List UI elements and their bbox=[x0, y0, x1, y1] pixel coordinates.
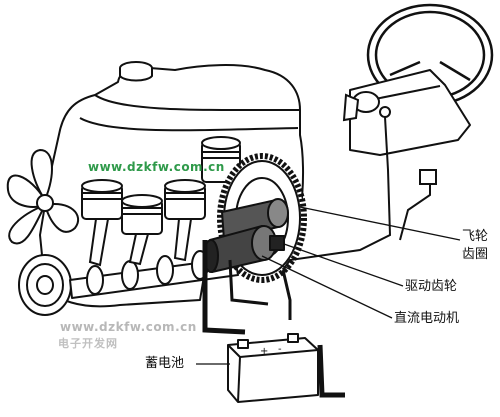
leader-lines bbox=[196, 206, 461, 365]
cooling-fan bbox=[6, 149, 80, 245]
battery: + - bbox=[227, 333, 319, 403]
piston-1 bbox=[81, 179, 123, 267]
svg-text:+: + bbox=[260, 346, 268, 357]
starter-motor bbox=[203, 198, 289, 273]
watermark-url-top: www.dzkfw.com.cn bbox=[88, 160, 225, 174]
svg-text:-: - bbox=[278, 344, 282, 355]
crankshaft bbox=[69, 250, 239, 299]
label-flywheel-ring-gear-line1: 飞轮 bbox=[462, 229, 489, 244]
watermark-url-bottom: www.dzkfw.com.cn bbox=[60, 320, 197, 334]
wiring bbox=[202, 116, 437, 398]
piston-3 bbox=[164, 179, 206, 262]
label-dc-motor: 直流电动机 bbox=[394, 311, 460, 326]
piston-2 bbox=[121, 194, 163, 266]
crank-pulley bbox=[18, 254, 72, 316]
ignition-switch bbox=[342, 91, 391, 122]
label-flywheel-ring-gear-line2: 齿圈 bbox=[462, 247, 489, 262]
watermark-site-name: 电子开发网 bbox=[58, 337, 118, 350]
label-drive-gear: 驱动齿轮 bbox=[405, 279, 458, 294]
label-battery: 蓄电池 bbox=[145, 356, 185, 371]
